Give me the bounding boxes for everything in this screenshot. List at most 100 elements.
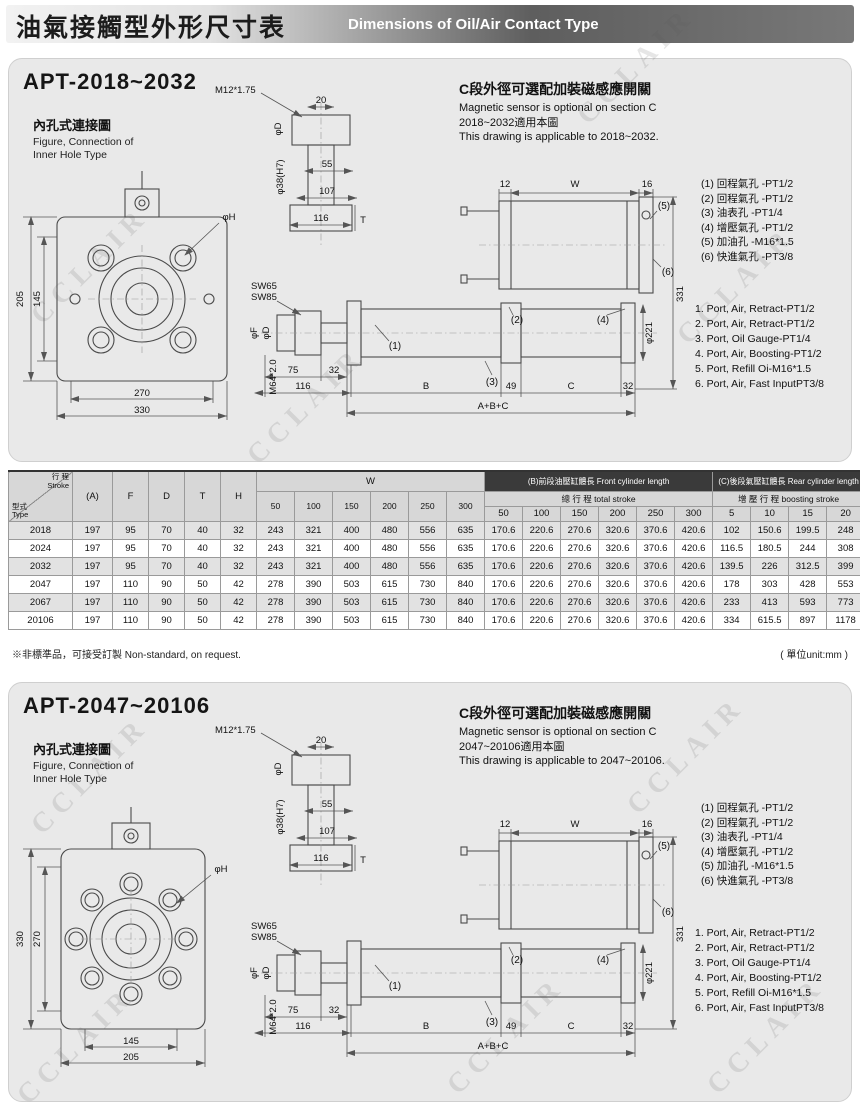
w-header: W	[255, 470, 486, 492]
c-sub-header: 15	[788, 505, 828, 522]
dim-label: 55	[322, 799, 333, 810]
callout-label: (5)	[658, 841, 670, 852]
dim-label: 75	[288, 365, 299, 376]
model-cell: 20106	[8, 610, 73, 630]
model-cell: 2018	[8, 520, 73, 540]
w-sub-header: 300	[445, 490, 486, 522]
port-item: 4. Port, Air, Boosting-PT1/2	[695, 348, 822, 360]
dim-label: φD	[261, 966, 272, 979]
callout-label: (2)	[511, 955, 523, 966]
connection-caption: 內孔式連接圖 Figure, Connection of Inner Hole …	[33, 739, 133, 785]
value-cell: 32	[220, 538, 257, 558]
side-view-dimensions	[254, 940, 646, 1057]
value-cell: 270.6	[560, 556, 600, 576]
callout-label: (5)	[658, 201, 670, 212]
dim-label: 107	[319, 186, 335, 197]
callout-label: (4)	[597, 315, 609, 326]
value-cell: 116.5	[712, 538, 752, 558]
callout-label: (6)	[662, 907, 674, 918]
col-header-T: T	[184, 470, 221, 522]
port-item: (1) 回程氣孔 -PT1/2	[701, 802, 794, 814]
dim-label: φH	[222, 212, 235, 223]
applicable-en: This drawing is applicable to 2047~20106…	[459, 755, 665, 767]
top-view-dimensions	[498, 829, 677, 1030]
value-cell: 102	[712, 520, 752, 540]
rod-section-dimensions	[260, 92, 357, 231]
port-item: 1. Port, Air, Retract-PT1/2	[695, 303, 815, 315]
callout-label: (1)	[389, 341, 401, 352]
value-cell: 278	[256, 610, 295, 630]
sensor-note-zh: C段外徑可選配加裝磁感應開關	[459, 705, 652, 721]
value-cell: 390	[294, 574, 333, 594]
dim-label: M12*1.75	[215, 725, 256, 736]
value-cell: 139.5	[712, 556, 752, 576]
value-cell: 42	[220, 610, 257, 630]
value-cell: 503	[332, 574, 371, 594]
value-cell: 321	[294, 556, 333, 576]
table-row: 2032 197 95 70 40 32 243 321 400 480 556…	[8, 556, 860, 576]
value-cell: 220.6	[522, 520, 562, 540]
dim-label: 32	[329, 365, 340, 376]
value-cell: 503	[332, 592, 371, 612]
sensor-note: C段外徑可選配加裝磁感應開關 Magnetic sensor is option…	[459, 703, 665, 769]
b-header: (B)前段油壓缸體長 Front cylinder length	[484, 470, 714, 492]
value-cell: 220.6	[522, 556, 562, 576]
value-cell: 615	[370, 592, 409, 612]
dim-label: 116	[313, 853, 328, 864]
col-header-H: H	[220, 470, 257, 522]
value-cell: 220.6	[522, 574, 562, 594]
value-cell: 90	[148, 574, 185, 594]
side-view-dimensions	[254, 300, 646, 417]
b-sub-header: 150	[560, 505, 600, 522]
value-cell: 615.5	[750, 610, 790, 630]
value-cell: 197	[72, 520, 113, 540]
table-row: 2024 197 95 70 40 32 243 321 400 480 556…	[8, 538, 860, 558]
value-cell: 503	[332, 610, 371, 630]
port-item: 2. Port, Air, Retract-PT1/2	[695, 942, 815, 954]
dim-label: W	[571, 179, 580, 190]
port-item: 3. Port, Oil Gauge-PT1/4	[695, 957, 811, 969]
dim-label: 145	[32, 291, 43, 307]
value-cell: 320.6	[598, 556, 638, 576]
value-cell: 95	[112, 556, 149, 576]
value-cell: 730	[408, 610, 447, 630]
value-cell: 32	[220, 556, 257, 576]
dim-label: 331	[675, 286, 686, 302]
callout-label: (3)	[486, 1017, 498, 1028]
value-cell: 370.6	[636, 574, 676, 594]
port-item: (4) 增壓氣孔 -PT1/2	[701, 845, 794, 858]
flange-dimensions	[23, 216, 228, 420]
value-cell: 420.6	[674, 538, 714, 558]
dim-label: C	[568, 1021, 575, 1032]
sensor-note: C段外徑可選配加裝磁感應開關 Magnetic sensor is option…	[459, 79, 659, 145]
value-cell: 399	[826, 556, 860, 576]
value-cell: 243	[256, 556, 295, 576]
dim-label: φD	[261, 326, 272, 339]
ports-list-zh: (1) 回程氣孔 -PT1/2 (2) 回程氣孔 -PT1/2 (3) 油表孔 …	[701, 801, 794, 888]
dim-label: 270	[134, 388, 150, 399]
value-cell: 95	[112, 538, 149, 558]
value-cell: 197	[72, 538, 113, 558]
value-cell: 42	[220, 592, 257, 612]
dim-label: SW85	[251, 292, 277, 303]
flange-front-view	[56, 171, 228, 382]
value-cell: 248	[826, 520, 860, 540]
b-sub-header: 50	[484, 505, 524, 522]
dim-label: φF	[249, 967, 260, 979]
page-title-en: Dimensions of Oil/Air Contact Type	[348, 16, 599, 33]
value-cell: 1178	[826, 610, 860, 630]
value-cell: 70	[148, 538, 185, 558]
dim-label: SW65	[251, 281, 277, 292]
connection-caption-en: Figure, Connection of	[33, 760, 134, 772]
port-item: (3) 油表孔 -PT1/4	[701, 831, 783, 843]
dim-label: SW65	[251, 921, 277, 932]
b-sub-header: 100	[522, 505, 562, 522]
port-item: (1) 回程氣孔 -PT1/2	[701, 178, 794, 190]
dim-label: T	[360, 855, 366, 866]
dim-label: 32	[329, 1005, 340, 1016]
value-cell: 321	[294, 538, 333, 558]
value-cell: 199.5	[788, 520, 828, 540]
value-cell: 635	[445, 538, 486, 558]
dim-label: 55	[322, 159, 333, 170]
